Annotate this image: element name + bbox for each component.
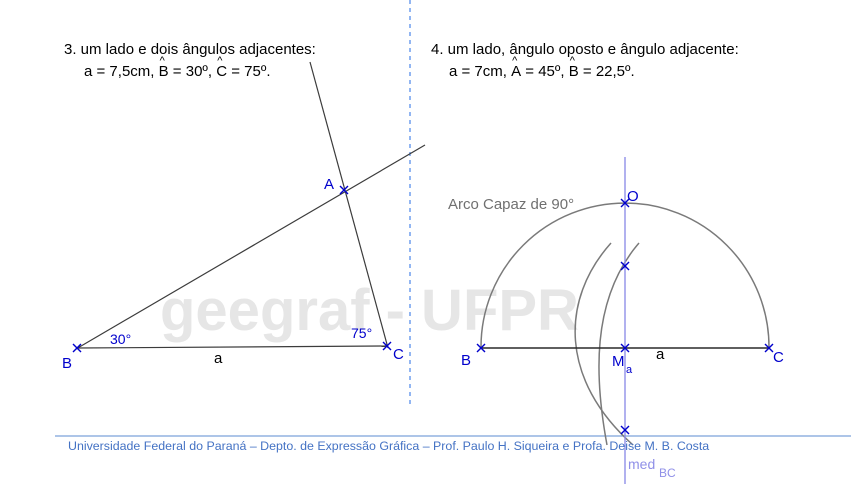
label-b2-vertex: B	[461, 352, 471, 369]
label-side-a: a	[214, 350, 223, 367]
figure-1: A B C a 30° 75°	[62, 61, 426, 372]
label-a-vertex: A	[324, 176, 334, 193]
compass-arc-left	[574, 242, 634, 446]
label-b-vertex: B	[62, 355, 72, 372]
b-hat-symbol: B^	[158, 55, 169, 80]
b-hat-symbol-2: B^	[568, 55, 579, 80]
point-marker-c2	[764, 343, 774, 353]
problem-3-given-prefix: a = 7,5cm,	[84, 63, 159, 80]
line-b-side	[75, 144, 426, 350]
label-midpoint-subscript: a	[626, 364, 633, 376]
c-letter: C	[216, 63, 228, 80]
angle-c-label: 75°	[351, 325, 372, 341]
problem-4-given: a = 7cm, A^ = 45º, B^ = 22,5º.	[449, 55, 635, 80]
b-value-2: = 22,5º.	[578, 63, 635, 80]
mediatrix-subscript: BC	[659, 466, 676, 480]
segment-bc	[77, 345, 388, 349]
point-marker-top-intersection	[620, 261, 630, 271]
b-value: = 30º,	[168, 63, 217, 80]
point-marker-b2	[476, 343, 486, 353]
hat-accent-icon: ^	[569, 55, 575, 67]
hat-accent-icon: ^	[512, 55, 518, 67]
c-value: = 75º.	[227, 63, 271, 80]
b-letter: B	[158, 63, 169, 80]
a-hat-symbol: A^	[511, 55, 522, 80]
label-c-vertex: C	[393, 346, 404, 363]
watermark: geegraf - UFPR	[160, 278, 579, 343]
angle-b-label: 30°	[110, 331, 131, 347]
problem-3-given: a = 7,5cm, B^ = 30º, C^ = 75º.	[84, 55, 271, 80]
line-c-side	[309, 61, 389, 349]
a-value: = 45º,	[521, 63, 569, 80]
hat-accent-icon: ^	[159, 55, 165, 67]
label-c2-vertex: C	[773, 349, 784, 366]
c-hat-symbol: C^	[216, 55, 228, 80]
point-marker-o	[620, 198, 630, 208]
point-marker-c	[382, 341, 392, 351]
problem-4-given-prefix: a = 7cm,	[449, 63, 512, 80]
point-marker-bottom-intersection	[620, 425, 630, 435]
problem-4-title: 4. um lado, ângulo oposto e ângulo adjac…	[431, 41, 739, 58]
point-marker-b	[72, 343, 82, 353]
point-marker-a	[339, 185, 349, 195]
problem-3-title: 3. um lado e dois ângulos adjacentes:	[64, 41, 316, 58]
figure-2: O Arco Capaz de 90° B C a M a med BC	[448, 157, 784, 484]
label-o-center: O	[627, 188, 639, 205]
label-midpoint-m: M	[612, 353, 625, 370]
mediatrix-label: med	[628, 456, 655, 472]
label-side-a2: a	[656, 346, 665, 363]
b-letter-2: B	[568, 63, 579, 80]
point-marker-m	[620, 343, 630, 353]
hat-accent-icon: ^	[217, 55, 223, 67]
a-letter: A	[511, 63, 522, 80]
footer-credits: Universidade Federal do Paraná – Depto. …	[68, 439, 710, 453]
arc-capaz-label: Arco Capaz de 90°	[448, 196, 574, 213]
